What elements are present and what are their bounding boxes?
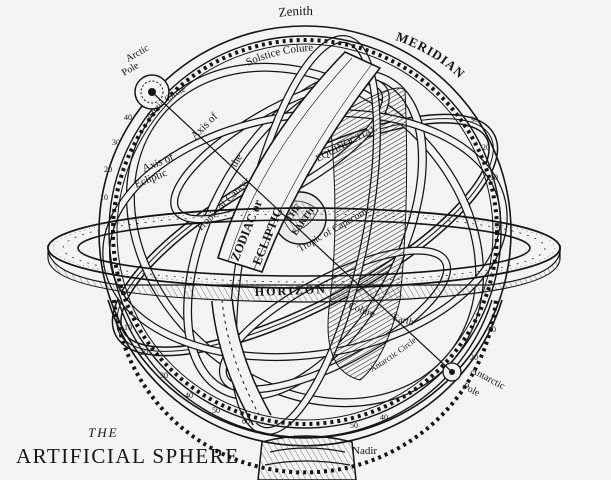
title-artificial-sphere: ARTIFICIAL SPHERE — [16, 444, 240, 468]
label-nadir: Nadir — [352, 445, 377, 457]
label-arctic: Arctic — [124, 42, 152, 64]
label-zenith: Zenith — [278, 3, 314, 20]
scale-num: 10 — [490, 173, 498, 182]
scale-num: 20 — [140, 348, 148, 357]
label-earth-lower: Earth — [391, 312, 415, 328]
label-axis-the: the — [228, 152, 245, 170]
label-arctic-pole: Pole — [120, 60, 141, 79]
scale-num: 30 — [112, 138, 120, 147]
meridian-ring — [98, 25, 512, 439]
scale-num: 10 — [124, 323, 132, 332]
scale-num: 20 — [482, 143, 490, 152]
scale-num: 10 — [100, 193, 108, 202]
axis-of-world — [151, 91, 453, 373]
scale-num: 40 — [124, 113, 132, 122]
scale-num: 40 — [380, 413, 388, 422]
title-the: THE — [88, 425, 119, 440]
scale-num: 30 — [470, 115, 478, 124]
horizon-ring — [47, 207, 561, 303]
scale-num: 50 — [350, 421, 358, 430]
zodiac-band — [211, 51, 382, 426]
scale-num: 60 — [242, 417, 250, 426]
scale-num: 10 — [488, 325, 496, 334]
label-antarctic-pole: Pole — [461, 381, 482, 399]
scale-num: 50 — [212, 406, 220, 415]
scale-num: 40 — [185, 391, 193, 400]
scale-num: 30 — [160, 371, 168, 380]
scale-num: 20 — [470, 353, 478, 362]
label-horizon: HORIZON — [255, 282, 328, 299]
meridian-scale: 10 20 30 40 10 20 30 40 50 60 10 20 30 1… — [100, 113, 498, 430]
scale-num: 20 — [104, 165, 112, 174]
